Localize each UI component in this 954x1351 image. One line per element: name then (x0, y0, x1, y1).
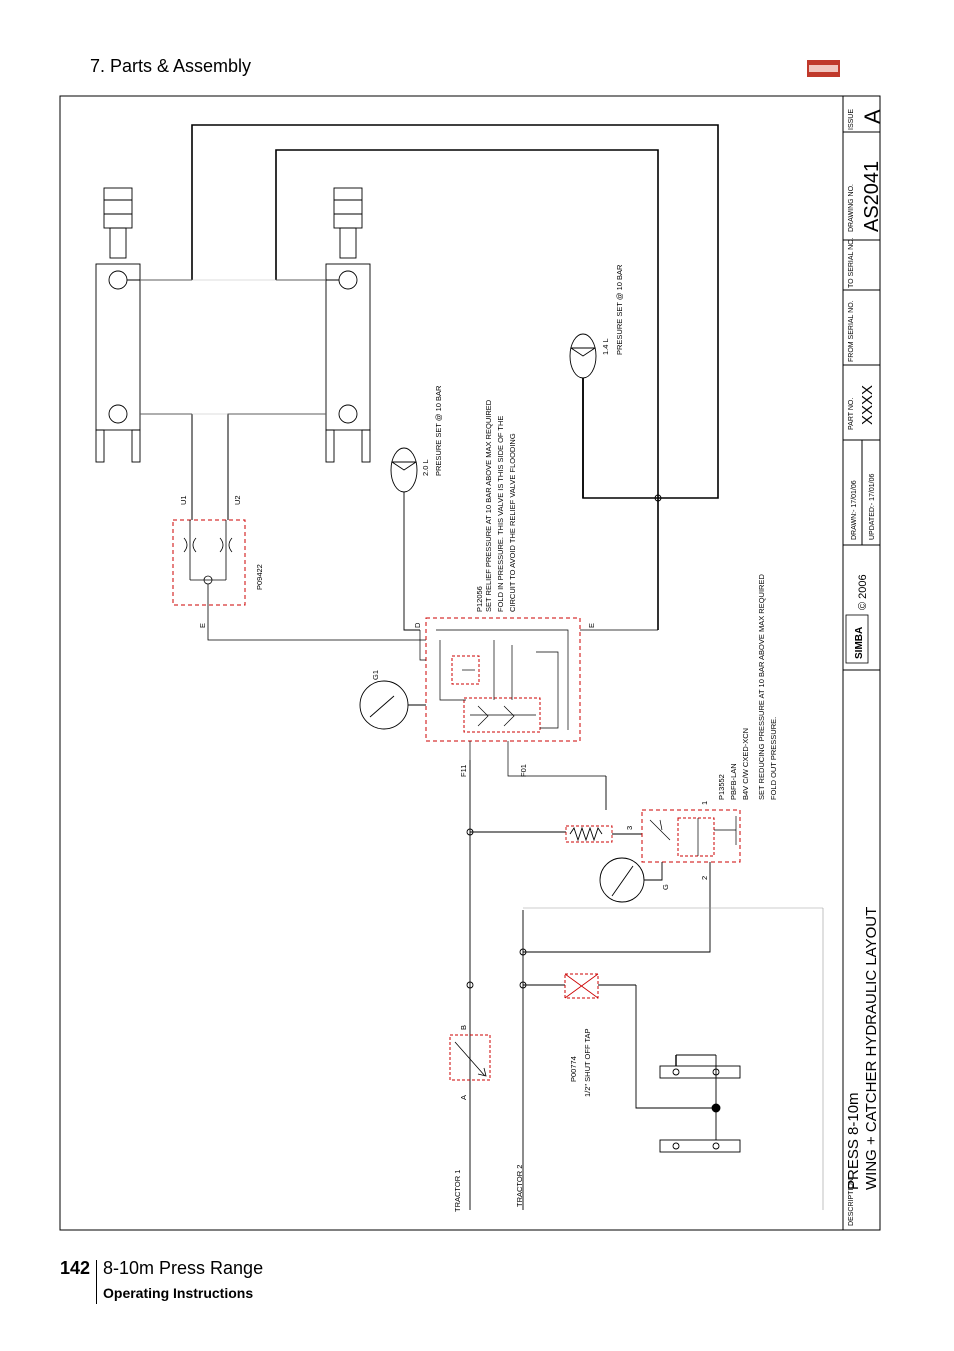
issue-label: ISSUE (848, 109, 855, 130)
title-block: ISSUE A DRAWING NO. AS2041 TO SERIAL NO.… (842, 96, 885, 1230)
drawn-date: DRAWN:- 17/01/06 (851, 480, 858, 540)
label-f01: F01 (519, 764, 528, 777)
page-number: 142 (60, 1258, 91, 1278)
label-tractor-2: TRACTOR 2 (515, 1165, 524, 1207)
section-title: 7. Parts & Assembly (90, 56, 252, 76)
description-label: DESCRIPTION (848, 1178, 855, 1226)
drawing-frame (59, 95, 881, 1231)
issue-value: A (860, 109, 885, 124)
label-p13552: P13552 (717, 774, 726, 800)
label-acc1-set: PRESURE SET @ 10 BAR (434, 385, 443, 476)
from-serial-label: FROM SERIAL NO. (848, 300, 855, 362)
label-pbfb: PBFB-LAN (729, 763, 738, 800)
title-line-1: PRESS 8-10m (845, 1092, 862, 1190)
svg-text:SIMBA: SIMBA (854, 627, 865, 659)
label-acc1-vol: 2.0 L (421, 459, 430, 476)
simba-logo (807, 60, 840, 77)
label-reducing-2: FOLD OUT PRESSURE. (769, 717, 778, 800)
updated-date: UPDATED:- 17/01/06 (869, 473, 876, 540)
label-b4v: B4V C/W CXED-XCN (741, 728, 750, 800)
label-reducing-1: SET REDUCING PRESSURE AT 10 BAR ABOVE MA… (757, 574, 766, 800)
label-tractor-1: TRACTOR 1 (453, 1170, 462, 1212)
label-a: A (459, 1095, 468, 1100)
label-f11: F11 (459, 765, 468, 777)
footer-divider (96, 1260, 97, 1304)
label-port-2: 2 (700, 876, 709, 880)
label-e-left: E (198, 623, 207, 628)
label-u1: U1 (179, 495, 188, 505)
label-acc2-set: PRESURE SET @ 10 BAR (615, 264, 624, 355)
label-g1: G1 (371, 670, 380, 680)
label-relief-3: CIRCUIT TO AVOID THE RELIEF VALVE FLOODI… (508, 433, 517, 612)
title-line-2: WING + CATCHER HYDRAULIC LAYOUT (863, 907, 880, 1190)
label-u2: U2 (233, 495, 242, 505)
accumulator-2 (569, 333, 597, 379)
reducing-valve-p13552 (641, 809, 741, 863)
part-no-label: PART NO. (848, 398, 855, 430)
label-acc2-vol: 1.4 L (601, 338, 610, 355)
label-e-right: E (587, 623, 596, 628)
label-p12056: P12056 (475, 586, 484, 612)
drawing-no-label: DRAWING NO. (848, 184, 855, 232)
label-port-3: 3 (625, 826, 634, 830)
shutoff-tap-p00774 (564, 973, 599, 999)
label-p09422: P09422 (255, 564, 264, 590)
upper-hoses (191, 124, 719, 630)
label-p00774: P00774 (569, 1056, 578, 1082)
label-relief-2: FOLD IN PRESSURE. THIS VALVE IS THIS SID… (496, 416, 505, 612)
label-port-1: 1 (700, 801, 709, 805)
cylinder-right (325, 187, 371, 463)
gauge-g-icon (599, 857, 663, 903)
part-no: XXXX (859, 385, 876, 425)
footer-subtitle: Operating Instructions (103, 1285, 254, 1301)
accumulator-1 (390, 447, 420, 631)
label-b: B (459, 1025, 468, 1030)
to-serial-label: TO SERIAL NO. (848, 237, 855, 288)
valve-block-p12056 (419, 617, 658, 777)
copyright: © 2006 (857, 574, 869, 610)
selector-valve-ab (449, 1034, 491, 1081)
trunk-lines (466, 378, 824, 1210)
drawing-no: AS2041 (861, 161, 883, 232)
label-g: G (661, 884, 670, 890)
label-shutoff: 1/2" SHUT OFF TAP (583, 1028, 592, 1097)
restrictor-block-p09422 (172, 519, 426, 641)
cylinder-links (127, 279, 339, 520)
label-relief-1: SET RELIEF PRESSURE AT 10 BAR ABOVE MAX … (484, 399, 493, 612)
footer-range: 8-10m Press Range (103, 1258, 264, 1278)
cylinder-left (95, 187, 141, 463)
simba-title-logo: SIMBA (845, 614, 869, 664)
lower-cylinders (659, 1054, 741, 1153)
gauge-g1-icon (359, 680, 426, 730)
spring-element (565, 825, 642, 843)
label-d: D (413, 622, 422, 628)
